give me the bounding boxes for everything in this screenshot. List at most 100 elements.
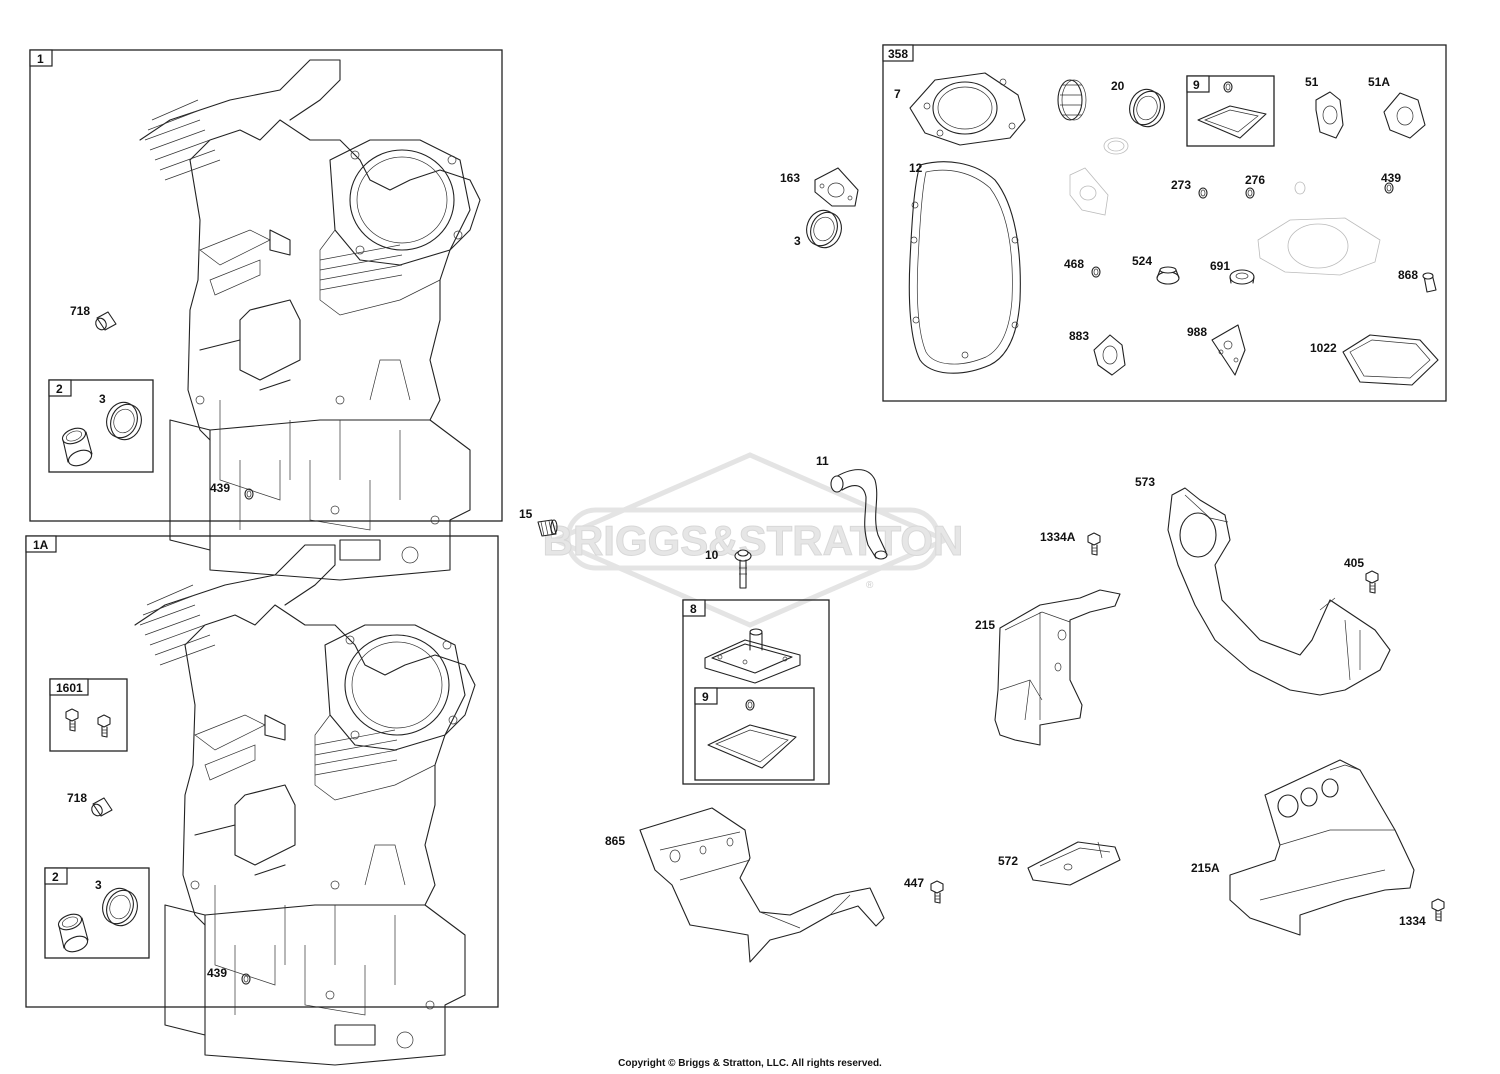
cap-524 <box>1156 266 1180 285</box>
head-gasket-7 <box>909 72 1026 146</box>
bolt-447 <box>930 880 944 904</box>
bracket-865 <box>639 807 885 963</box>
bolt-1601-b <box>97 714 111 738</box>
watermark-text: BRIGGS&STRATTON <box>543 517 964 564</box>
label-718b: 718 <box>67 791 87 805</box>
label-1334A: 1334A <box>1040 530 1076 544</box>
shroud-215A <box>1229 759 1415 936</box>
breather-gasket-358-9 <box>1197 105 1267 139</box>
oil-seal-3b <box>97 883 143 931</box>
right-parts: 1334A 215 573 405 572 215A <box>975 475 1445 936</box>
group-8-sub-9-frame <box>694 687 815 781</box>
copyright-notice: Copyright © Briggs & Stratton, LLC. All … <box>618 1058 882 1069</box>
label-15: 15 <box>519 507 533 521</box>
group-358: 358 7 20 9 51 51 <box>882 44 1447 402</box>
washer-439 <box>244 488 254 500</box>
group-358-frame <box>882 44 1447 402</box>
label-3: 3 <box>99 392 106 406</box>
group-1a-frame <box>25 535 499 1008</box>
group-1: 1 718 2 3 439 <box>29 49 503 581</box>
label-20: 20 <box>1111 79 1125 93</box>
label-1022: 1022 <box>1310 341 1337 355</box>
oil-seal-20 <box>1124 84 1170 132</box>
label-468: 468 <box>1064 257 1084 271</box>
label-691: 691 <box>1210 259 1230 273</box>
label-10: 10 <box>705 548 719 562</box>
oil-seal-3 <box>101 397 147 445</box>
label-3b: 3 <box>95 878 102 892</box>
bearing-bushing-b <box>55 910 91 956</box>
gasket-883 <box>1093 334 1126 376</box>
gasket-988 <box>1211 324 1246 376</box>
label-439: 439 <box>210 481 230 495</box>
label-276: 276 <box>1245 173 1265 187</box>
label-11: 11 <box>816 454 829 468</box>
label-3c: 3 <box>794 234 801 248</box>
group-1a: 1A 1601 718 2 3 439 <box>25 535 499 1066</box>
label-573: 573 <box>1135 475 1155 489</box>
washer-358-9 <box>1223 81 1233 93</box>
washer-276 <box>1245 187 1255 199</box>
group-1-sub-2-tag: 2 <box>56 382 63 396</box>
group-8-frame <box>682 599 830 785</box>
group-1a-sub-2-tag: 2 <box>52 870 59 884</box>
label-12: 12 <box>909 161 923 175</box>
label-572: 572 <box>998 854 1018 868</box>
gasket-51 <box>1315 91 1344 139</box>
bolt-1334A <box>1087 532 1101 556</box>
washer-468 <box>1091 266 1101 278</box>
label-1334: 1334 <box>1399 914 1426 928</box>
label-215A: 215A <box>1191 861 1220 875</box>
label-215: 215 <box>975 618 995 632</box>
shroud-215 <box>994 589 1121 746</box>
group-1-frame <box>29 49 503 522</box>
group-1-tag: 1 <box>37 52 44 66</box>
label-988: 988 <box>1187 325 1207 339</box>
group-1-sub-2-frame <box>48 379 154 473</box>
bearing-bushing <box>59 424 95 470</box>
valve-seal-868 <box>1422 272 1437 293</box>
label-273: 273 <box>1171 178 1191 192</box>
label-439c: 439 <box>1381 171 1401 185</box>
label-163: 163 <box>780 171 800 185</box>
bolt-1334 <box>1431 898 1445 922</box>
label-868: 868 <box>1398 268 1418 282</box>
breather-gasket-9 <box>707 724 797 769</box>
bracket-572 <box>1027 841 1121 886</box>
ghost-gaskets <box>1069 167 1381 276</box>
oil-seal-3c <box>801 205 847 253</box>
label-718: 718 <box>70 304 90 318</box>
blower-housing-573 <box>1167 487 1391 696</box>
group-1a-sub-2-frame <box>44 867 150 959</box>
label-51: 51 <box>1305 75 1319 89</box>
washer-273 <box>1198 187 1208 199</box>
dowel-pin-718 <box>93 311 117 333</box>
bolt-1601-a <box>65 708 79 732</box>
crankcase-block-1a <box>134 544 476 1066</box>
label-405: 405 <box>1344 556 1364 570</box>
gasket-ring-ghost <box>1057 79 1129 155</box>
washer-9 <box>745 699 755 711</box>
label-447: 447 <box>904 876 924 890</box>
gasket-51A <box>1383 92 1426 139</box>
breather-tube-11 <box>830 469 888 560</box>
label-883: 883 <box>1069 329 1089 343</box>
crankcase-block-1 <box>139 59 481 581</box>
group-1601-tag: 1601 <box>56 681 83 695</box>
group-358-sub-9-frame <box>1186 75 1275 147</box>
group-8-tag: 8 <box>690 602 697 616</box>
group-8-sub-9-tag: 9 <box>702 690 709 704</box>
group-1a-tag: 1A <box>33 538 49 552</box>
label-51A: 51A <box>1368 75 1390 89</box>
label-439b: 439 <box>207 966 227 980</box>
label-865: 865 <box>605 834 625 848</box>
group-358-sub-9-tag: 9 <box>1193 78 1200 92</box>
crankcase-gasket-12 <box>908 161 1021 374</box>
cover-gasket-1022 <box>1342 334 1439 386</box>
bolt-405 <box>1365 570 1379 594</box>
breather-cover <box>704 628 801 684</box>
label-524: 524 <box>1132 254 1152 268</box>
label-7: 7 <box>894 87 901 101</box>
brand-watermark: BRIGGS&STRATTON ® <box>542 452 964 628</box>
